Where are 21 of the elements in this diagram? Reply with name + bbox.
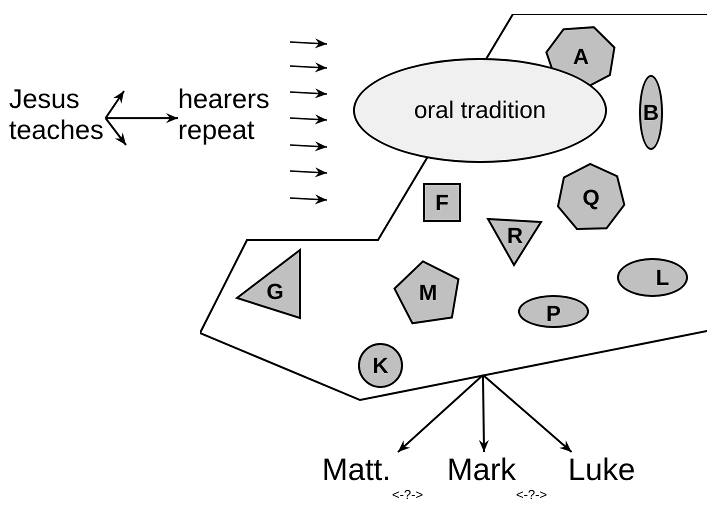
gospel-name: Luke xyxy=(568,452,640,488)
ellipse-shape: B xyxy=(639,75,663,150)
heptagon-shape: Q xyxy=(556,163,626,233)
triangle-shape: R xyxy=(487,218,543,266)
square-shape: F xyxy=(423,183,461,222)
arrow xyxy=(397,374,484,453)
uncertainty-label: <-?-> xyxy=(516,488,548,503)
hearers-text: hearers repeat xyxy=(178,84,270,146)
arrow xyxy=(482,374,572,453)
arrow xyxy=(478,374,489,452)
uncertainty-label: <-?-> xyxy=(392,488,424,503)
gospel-name: Mark xyxy=(447,452,521,488)
circle-shape: K xyxy=(358,343,403,388)
arrow xyxy=(104,90,125,119)
gospel-name: Matt. xyxy=(322,452,402,488)
arrow xyxy=(106,113,178,124)
triangle-shape: G xyxy=(235,248,303,320)
source-text: Jesus teaches xyxy=(9,84,104,146)
arrow xyxy=(104,118,127,146)
ellipse-shape: P xyxy=(518,295,589,328)
ellipse-shape: L xyxy=(617,258,688,297)
